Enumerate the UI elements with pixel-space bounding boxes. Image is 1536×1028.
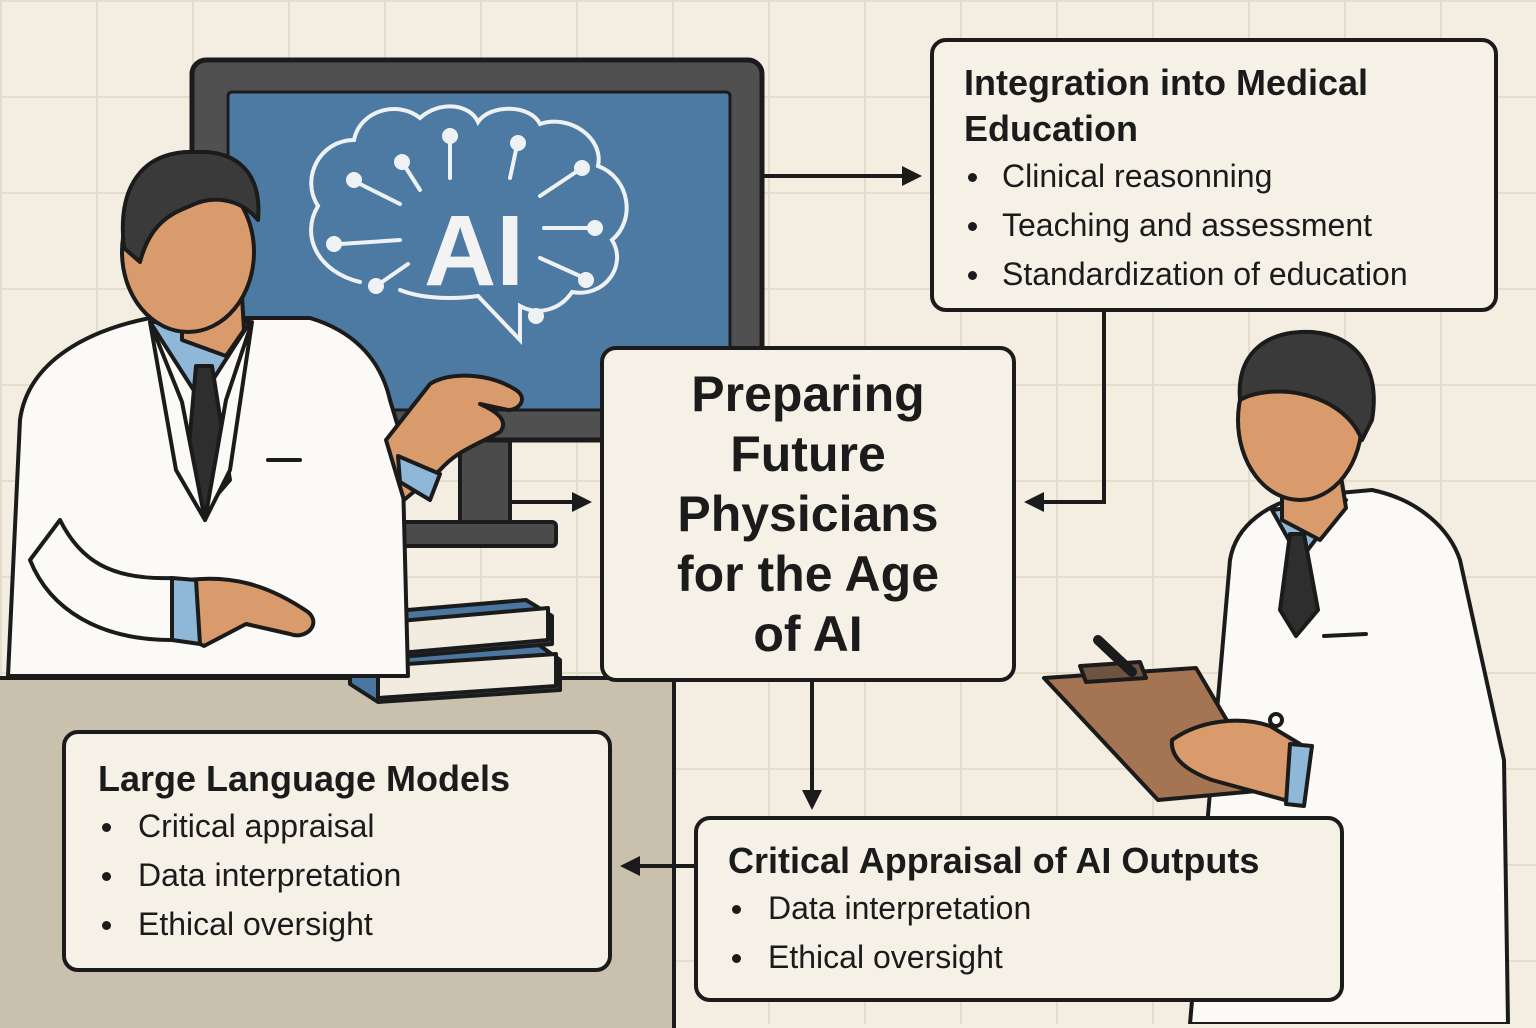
center-title: Preparing Future Physicians for the Age …	[648, 364, 968, 664]
integration-box: Integration into Medical Education Clini…	[930, 38, 1498, 312]
arrow-integration-to-center	[1028, 312, 1104, 502]
list-item: Critical appraisal	[98, 802, 576, 851]
integration-list: Clinical reasonning Teaching and assessm…	[964, 152, 1464, 299]
integration-title: Integration into Medical Education	[964, 60, 1464, 152]
appraisal-list: Data interpretation Ethical oversight	[728, 884, 1310, 982]
appraisal-box: Critical Appraisal of AI Outputs Data in…	[694, 816, 1344, 1002]
list-item: Clinical reasonning	[964, 152, 1464, 201]
list-item: Ethical oversight	[98, 900, 576, 949]
list-item: Teaching and assessment	[964, 201, 1464, 250]
list-item: Standardization of education	[964, 250, 1464, 299]
list-item: Data interpretation	[98, 851, 576, 900]
list-item: Ethical oversight	[728, 933, 1310, 982]
ai-screen-label: AI	[424, 195, 524, 307]
list-item: Data interpretation	[728, 884, 1310, 933]
center-box: Preparing Future Physicians for the Age …	[600, 346, 1016, 682]
appraisal-title: Critical Appraisal of AI Outputs	[728, 838, 1310, 884]
llm-list: Critical appraisal Data interpretation E…	[98, 802, 576, 949]
llm-title: Large Language Models	[98, 756, 576, 802]
llm-box: Large Language Models Critical appraisal…	[62, 730, 612, 972]
